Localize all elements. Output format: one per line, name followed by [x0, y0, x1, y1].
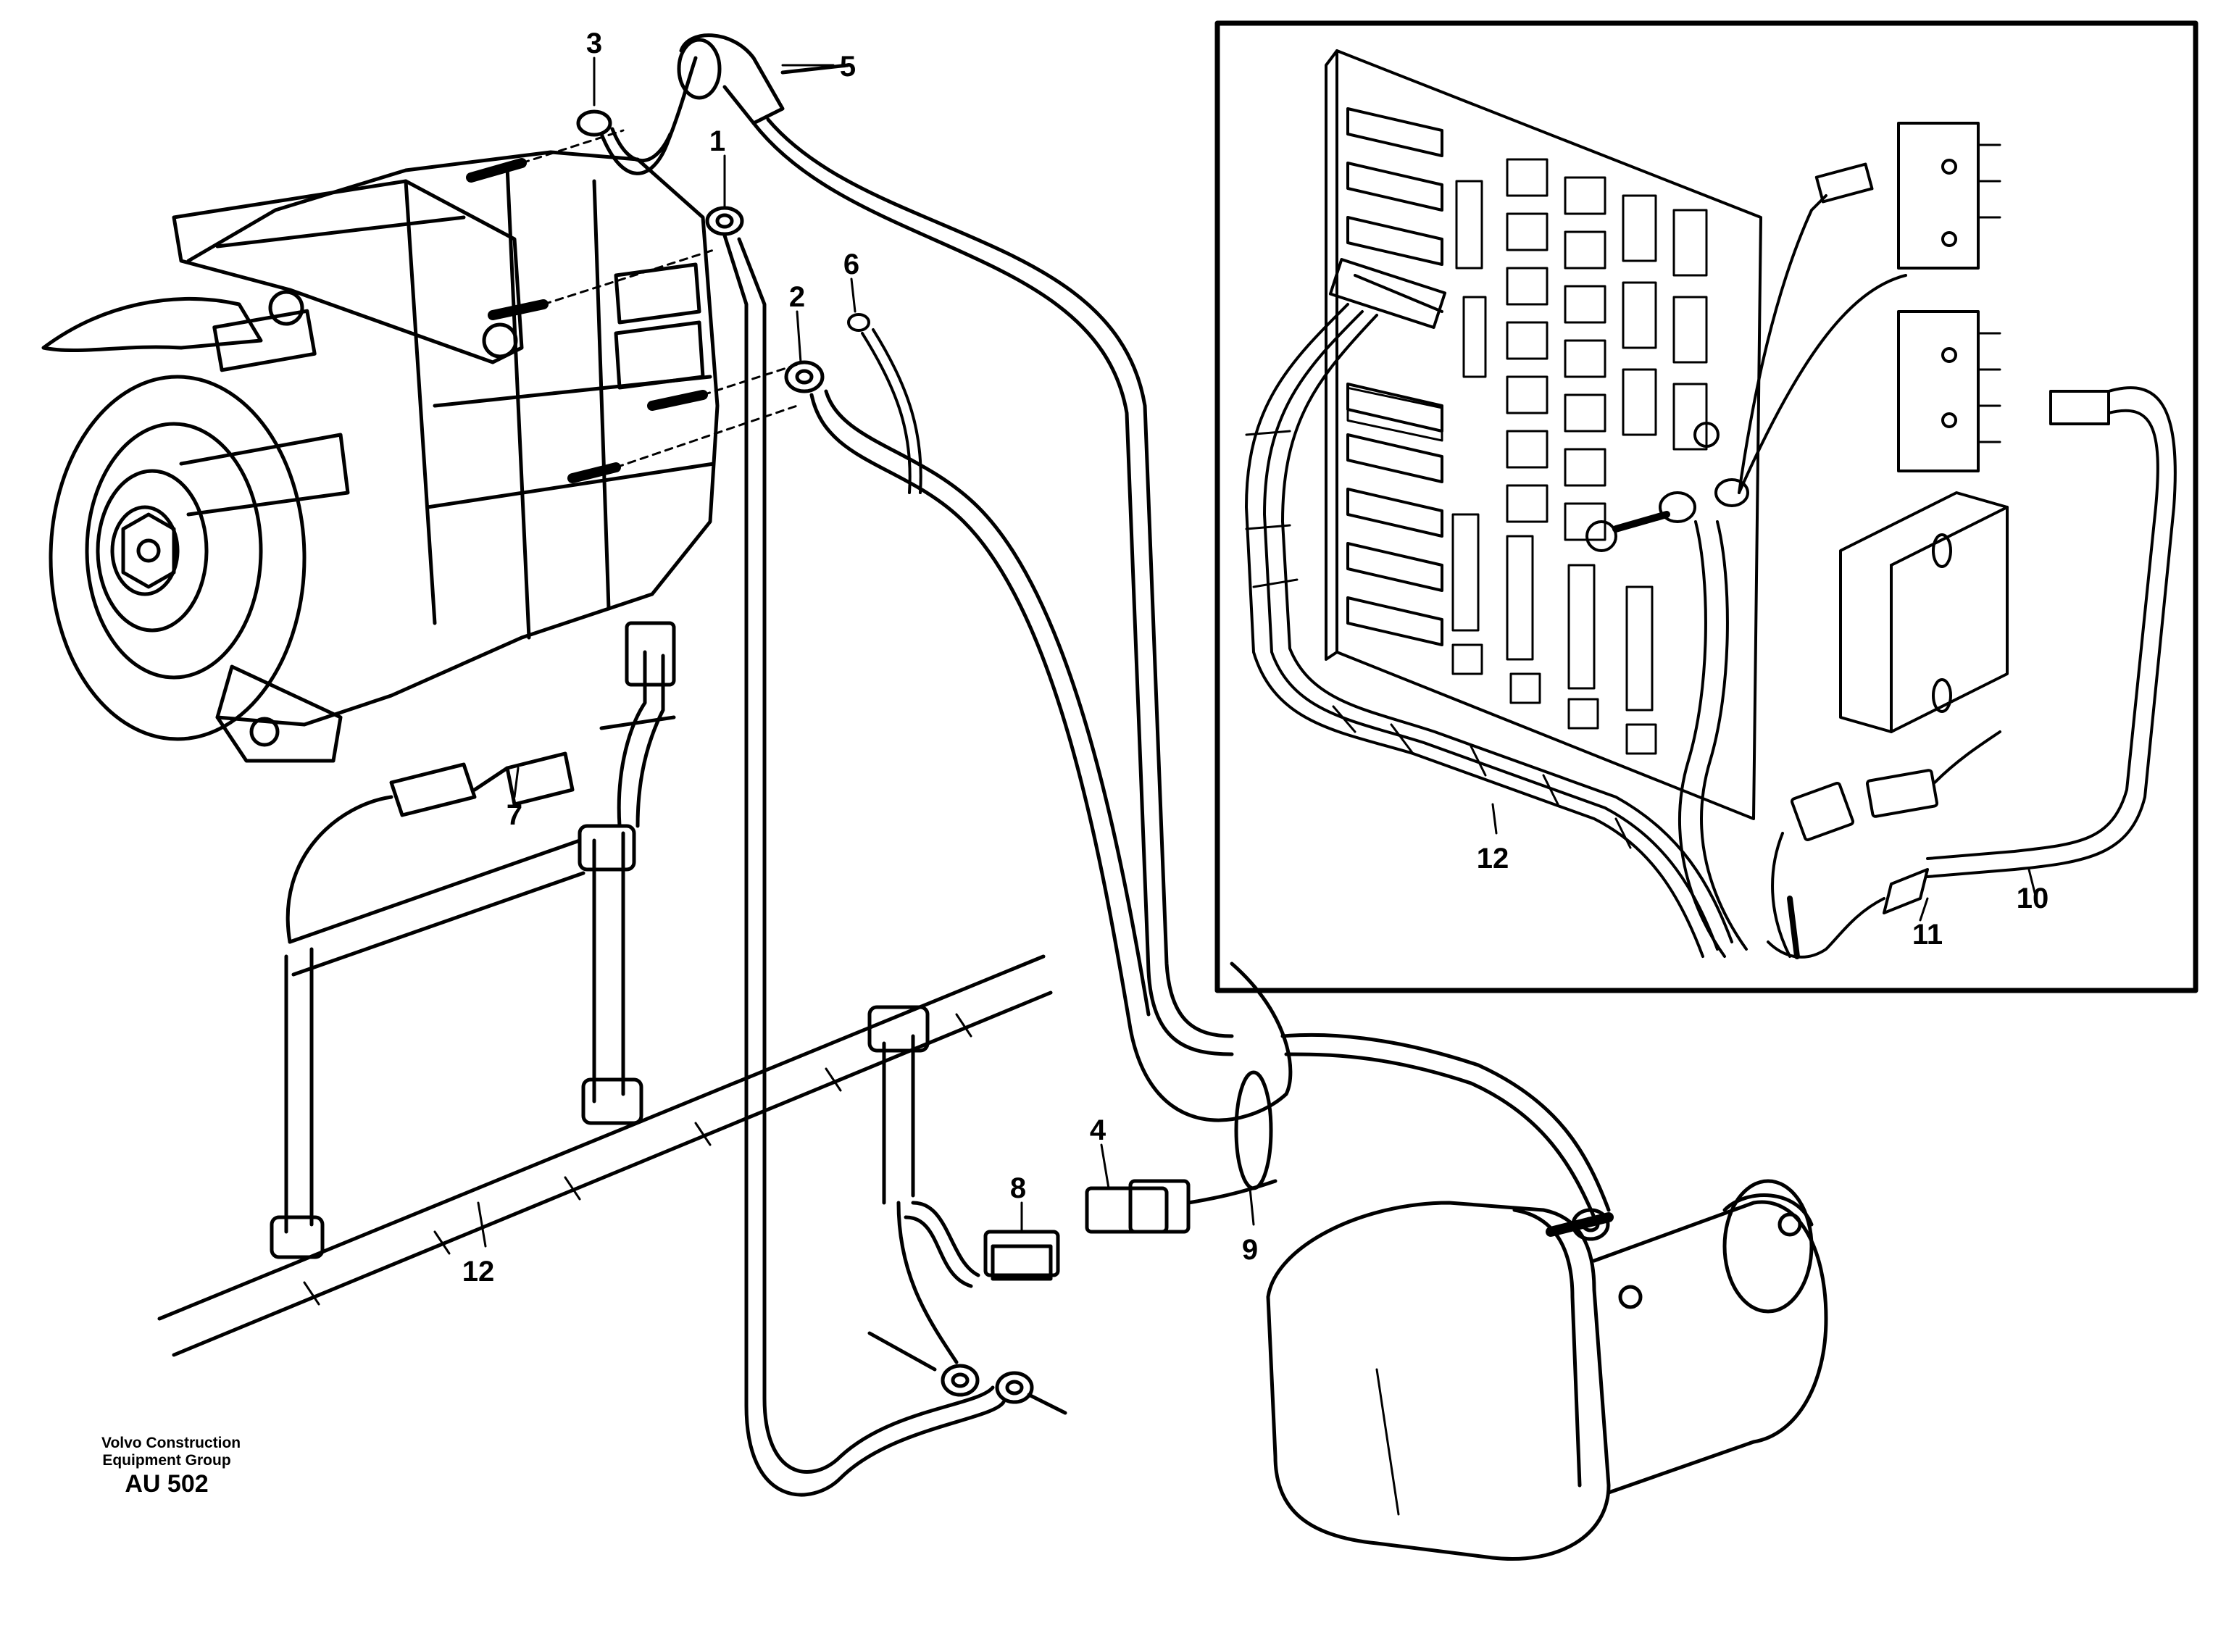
callout-2: 2	[788, 281, 806, 313]
inset-harness	[1245, 122, 2177, 959]
illustration-code: AU 502	[125, 1470, 209, 1498]
callout-9: 9	[1241, 1234, 1259, 1266]
starter-motor	[1266, 1032, 1828, 1561]
cable-6	[847, 313, 922, 494]
callout-1: 1	[709, 125, 726, 157]
alternator	[41, 129, 806, 763]
cable-3	[576, 56, 698, 175]
callout-6: 6	[843, 249, 860, 280]
publisher-name-line2: Equipment Group	[102, 1452, 231, 1469]
cable-2	[784, 360, 1293, 1122]
cable-1	[705, 206, 1006, 1497]
publisher-name-line1: Volvo Construction	[101, 1435, 241, 1451]
publisher-caption: Volvo Construction Equipment Group AU 50…	[101, 1435, 241, 1498]
callout-7: 7	[506, 799, 523, 831]
callout-8: 8	[1009, 1172, 1027, 1204]
callout-12-inset: 12	[1476, 843, 1509, 875]
callout-10: 10	[2016, 883, 2049, 914]
leader-lines	[477, 57, 2038, 1248]
harness-left	[157, 621, 1278, 1415]
callout-4: 4	[1089, 1114, 1106, 1146]
callout-5: 5	[839, 51, 856, 83]
inset-circuit-board	[1325, 49, 1762, 820]
cable-5	[677, 33, 1234, 1056]
callout-12-main: 12	[462, 1256, 495, 1288]
callout-3: 3	[585, 28, 603, 59]
callout-11: 11	[1912, 919, 1943, 951]
inset-frame	[1214, 20, 2198, 993]
